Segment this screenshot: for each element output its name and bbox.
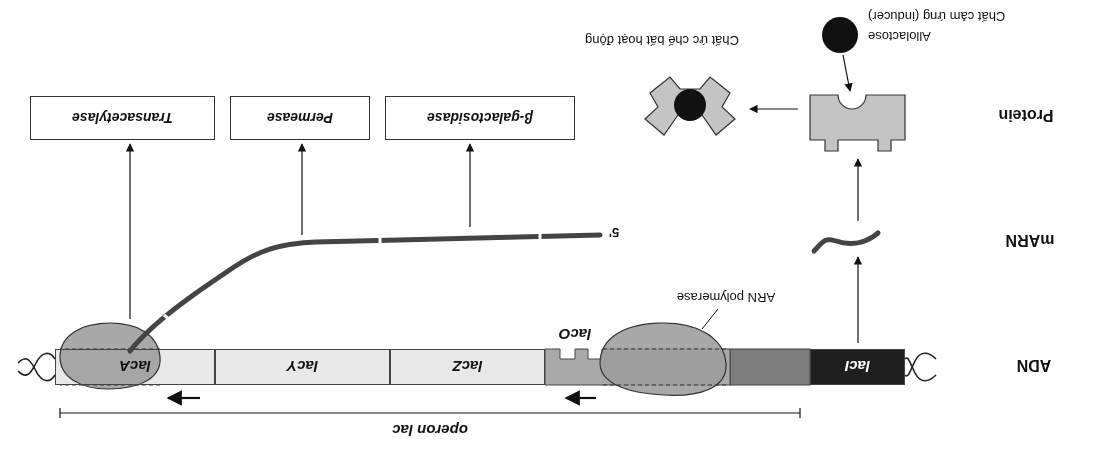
allolactose-molecule: [822, 17, 858, 53]
dna-behind-polymerase: [60, 349, 726, 385]
strand-end-label: 5': [609, 226, 619, 241]
operon-title: operon lac: [392, 423, 468, 440]
translation-arrow: [130, 144, 470, 319]
gene-segment: lacZ: [390, 349, 545, 385]
protein-box: Permease: [230, 96, 370, 140]
binding-arrow: [843, 55, 850, 91]
node-text: Transacetylase: [72, 110, 173, 126]
bound-inducer: [674, 89, 706, 121]
polymerase-label: ARN polymerase: [677, 291, 775, 306]
node-text: lacO: [559, 326, 592, 343]
node-text: lacY: [287, 359, 318, 376]
node-text: Permease: [267, 110, 333, 126]
conversion-arrow: [750, 108, 798, 109]
active-repressor: [810, 95, 905, 151]
promoter: [730, 349, 810, 385]
row-label: ADN: [1017, 356, 1052, 374]
gene-segment: lacY: [215, 349, 390, 385]
node-text: lacA: [119, 359, 151, 376]
row-label: Protein: [998, 106, 1053, 124]
row-label: mARN: [1006, 231, 1055, 249]
inducer-label: Allolactose: [868, 30, 931, 45]
inactive-repressor-label: Chất ức chế bất hoạt động: [585, 34, 739, 49]
lacI-gene: [810, 349, 905, 385]
operon-bracket: [60, 408, 800, 418]
gene-segment: lacI: [810, 349, 905, 385]
operator-segment: lacO: [545, 349, 730, 385]
rna-polymerase: [600, 323, 726, 395]
inactive-repressor: [645, 77, 735, 135]
protein-box: Transacetylase: [30, 96, 215, 140]
node-text: lacZ: [453, 359, 483, 376]
node-text: β-galactosidase: [427, 110, 533, 126]
expression-arrow: [857, 159, 858, 221]
mrna-strand: [814, 233, 878, 251]
expression-arrow: [857, 257, 858, 343]
gene-segment: lacA: [55, 349, 215, 385]
inducer-label: Chất cảm ứng (inducer): [868, 10, 1005, 25]
protein-box: β-galactosidase: [385, 96, 575, 140]
lacZ-gene: [390, 349, 545, 385]
leader-line: [702, 309, 718, 329]
lacY-gene: [215, 349, 390, 385]
node-text: lacI: [845, 359, 870, 376]
direction-arrow: [168, 397, 596, 399]
mrna-strand: [130, 235, 600, 351]
mrna-break: [164, 227, 540, 327]
